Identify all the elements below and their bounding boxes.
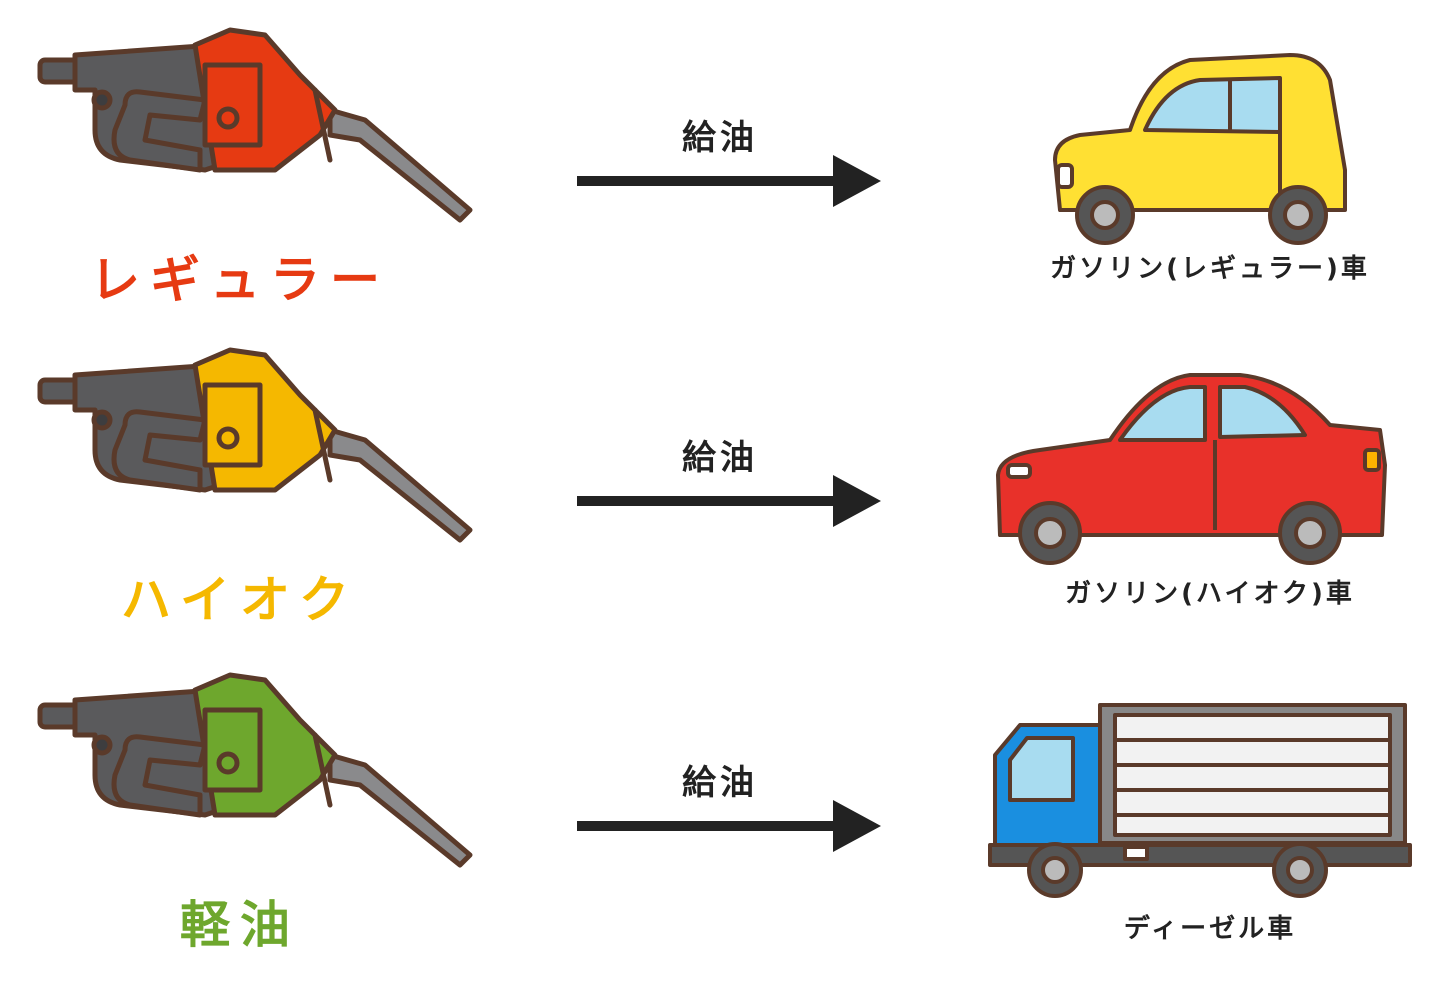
compact-car-icon [1053, 53, 1347, 245]
arrow-label: 給油 [682, 118, 758, 158]
fuel-row-regular: レギュラー 給油 ガソリン(レギュラー)車 [0, 20, 1452, 340]
fuel-row-premium: ハイオク 給油 ガソリン(ハイオク)車 [0, 340, 1452, 660]
fuel-label: 軽油 [180, 896, 300, 954]
right-arrow-icon [577, 155, 881, 207]
arrow-label: 給油 [682, 763, 758, 803]
truck-icon [988, 703, 1412, 898]
right-arrow-icon [577, 475, 881, 527]
refuel-arrow: 給油 [575, 755, 885, 865]
refuel-arrow: 給油 [575, 110, 885, 220]
vehicle-label: ガソリン(ハイオク)車 [1065, 579, 1355, 609]
fuel-nozzle-icon [37, 672, 473, 868]
fuel-nozzle-icon [37, 27, 473, 223]
refuel-arrow: 給油 [575, 430, 885, 540]
vehicle-label: ディーゼル車 [1123, 914, 1297, 944]
arrow-label: 給油 [682, 438, 758, 478]
sedan-car-icon [996, 373, 1387, 565]
fuel-row-diesel: 軽油 給油 ディーゼル車 [0, 665, 1452, 985]
fuel-label: レギュラー [90, 251, 390, 309]
right-arrow-icon [577, 800, 881, 852]
vehicle-label: ガソリン(レギュラー)車 [1050, 254, 1370, 284]
fuel-nozzle-icon [37, 347, 473, 543]
fuel-label: ハイオク [121, 571, 359, 629]
